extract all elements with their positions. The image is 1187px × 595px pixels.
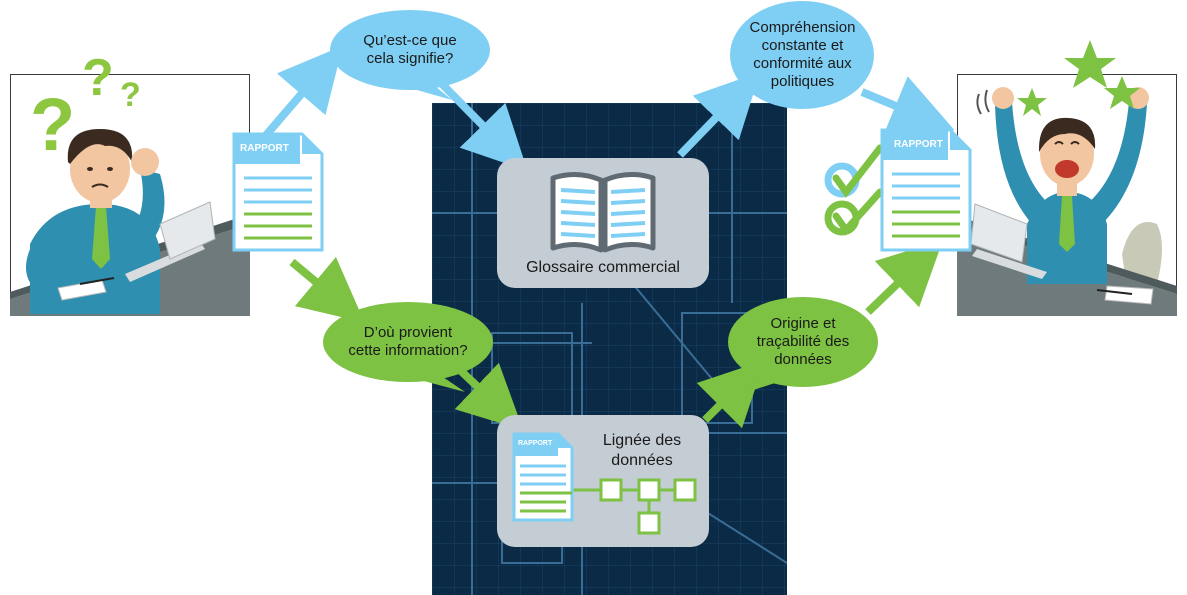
- report-label: RAPPORT: [518, 440, 553, 447]
- arrow-compliance-to-report: [860, 76, 955, 136]
- check-icons: [824, 144, 884, 236]
- lineage-label: Lignée des données: [602, 432, 682, 469]
- bubble-source-shape: [323, 302, 493, 392]
- report-document-left: RAPPORT: [232, 132, 324, 252]
- arrow-source-to-lineage: [454, 362, 524, 431]
- bubble-origin-shape: [728, 297, 878, 395]
- happy-person-panel: [956, 73, 1178, 317]
- question-mark-medium: ?: [82, 49, 114, 107]
- report-document-lineage: RAPPORT: [512, 432, 574, 522]
- report-label: RAPPORT: [240, 143, 289, 154]
- bubble-compliance: Compréhension constante et conformité au…: [749, 19, 856, 90]
- report-document-right: RAPPORT: [880, 128, 972, 252]
- glossary-box: Glossaire commercial: [497, 158, 709, 288]
- question-mark-small: ?: [120, 76, 141, 114]
- star-icon: [1017, 88, 1047, 116]
- document-icon: [512, 432, 574, 522]
- bubble-meaning: Qu’est-ce que cela signifie?: [363, 32, 457, 67]
- open-book-icon: [550, 172, 656, 253]
- happy-person-illustration: [956, 73, 1178, 317]
- star-icon: [1064, 40, 1116, 88]
- bubble-origin: Origine et traçabilité des données: [756, 315, 850, 368]
- report-label: RAPPORT: [894, 139, 943, 150]
- glossary-label: Glossaire commercial: [526, 259, 680, 276]
- star-icons: [1017, 40, 1140, 116]
- check-icon: [832, 144, 884, 198]
- star-icon: [1104, 76, 1140, 109]
- bubble-source: D’où provient cette information?: [348, 324, 468, 359]
- arrow-origin-to-report: [865, 239, 944, 315]
- arrow-report-to-source: [289, 256, 365, 323]
- bubble-compliance-shape: [725, 1, 874, 109]
- document-icon: [880, 128, 972, 252]
- arrow-lineage-to-origin: [696, 360, 765, 429]
- question-mark-large: ?: [30, 83, 76, 166]
- check-icon: [832, 188, 884, 236]
- confused-person-illustration: [9, 73, 251, 317]
- confused-person-panel: [9, 73, 251, 317]
- document-icon: [232, 132, 324, 252]
- bubble-meaning-shape: [330, 10, 490, 100]
- arrow-meaning-to-glossary: [437, 79, 528, 171]
